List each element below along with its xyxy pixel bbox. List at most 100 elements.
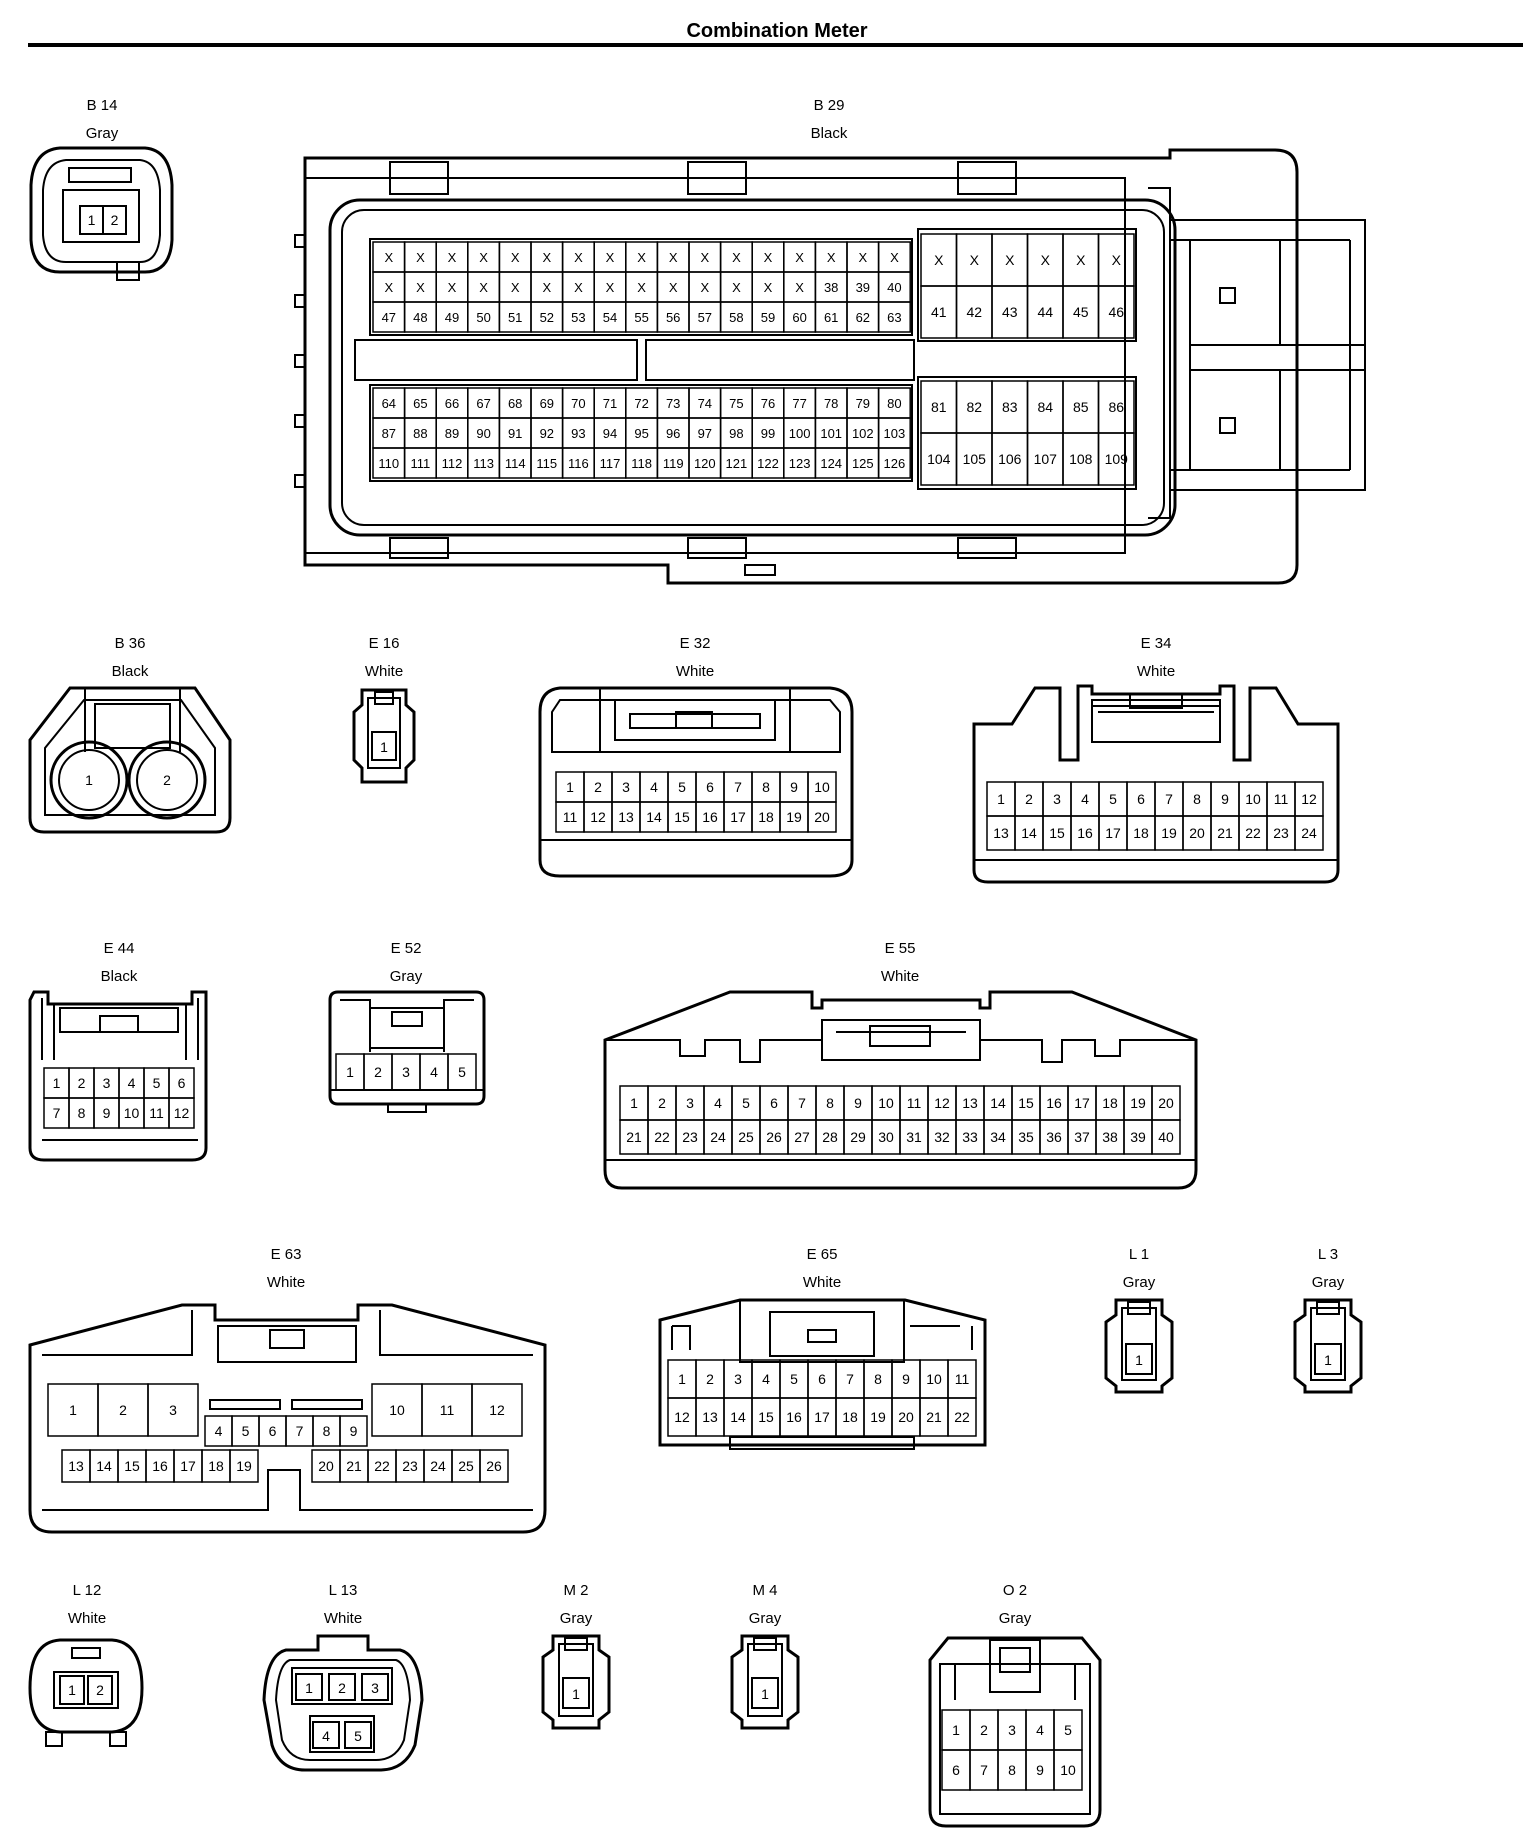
connector-e34-latch-button [1129,693,1183,709]
pin-e34-6: 6 [1137,791,1145,807]
pin-e55-3: 3 [686,1095,694,1111]
pin-b29-94: 94 [603,426,617,441]
pin-b29-101: 101 [820,426,842,441]
pin-b29-X: X [764,280,773,295]
pin-b29-76: 76 [761,396,775,411]
connector-b29-right-top-block [917,228,1137,342]
pin-e34-9: 9 [1221,791,1229,807]
connector-e55-ridge [605,1039,822,1063]
connector-m4-color: Gray [749,1610,782,1627]
pin-b29-116: 116 [568,456,589,471]
pin-b29-44: 44 [1037,304,1053,320]
pin-cell [1097,432,1135,486]
connector-m4-cavity [751,1677,779,1709]
pin-e63-8: 8 [323,1423,331,1439]
pin-e44-12: 12 [174,1105,190,1121]
connector-e63-slot [209,1399,281,1410]
pin-b29-81: 81 [931,399,947,415]
pin-e65-20: 20 [898,1409,914,1425]
pin-o2-10: 10 [1060,1762,1076,1778]
pin-b29-47: 47 [382,310,396,325]
pin-b29-X: X [574,250,583,265]
connector-l13-id: L 13 [329,1582,358,1599]
pin-e32-19: 19 [786,809,802,825]
pin-e32-20: 20 [814,809,830,825]
pin-b29-55: 55 [634,310,648,325]
pin-b29-60: 60 [792,310,806,325]
pin-b29-X: X [479,280,488,295]
connector-e65-tab [729,1436,915,1450]
connector-o2-latch-button [999,1647,1031,1673]
pin-b14-2: 2 [111,212,119,228]
pin-e32-17: 17 [730,809,746,825]
connector-b14-housing [29,146,174,274]
pin-b29-110: 110 [378,456,399,471]
connector-l12-cavity-2 [87,1675,113,1705]
connector-e32-latch-bar [629,713,761,729]
connector-e44-rails [41,998,199,1060]
pin-b29-106: 106 [998,451,1022,467]
pin-b29-X: X [511,250,520,265]
pin-b29-124: 124 [820,456,842,471]
pin-e63-7: 7 [296,1423,304,1439]
pin-e65-10: 10 [926,1371,942,1387]
connector-l1-color: Gray [1123,1274,1156,1291]
pin-e55-7: 7 [798,1095,806,1111]
connector-e16-cavity [371,731,397,761]
connector-l13-cavity [361,1673,389,1701]
pin-b29-112: 112 [442,456,463,471]
pin-o2-6: 6 [952,1762,960,1778]
connector-e44-color: Black [101,968,138,985]
connector-e16-shell [367,697,401,769]
pin-e65-12: 12 [674,1409,690,1425]
pin-e32-18: 18 [758,809,774,825]
pin-e34-18: 18 [1133,825,1149,841]
pin-b29-61: 61 [824,310,838,325]
pin-b29-89: 89 [445,426,459,441]
pin-e55-34: 34 [990,1129,1006,1145]
connector-b29-tab [957,161,1017,195]
connector-m2-housing [541,1634,611,1730]
connector-b29-lock-square [1219,287,1236,304]
connector-o2-id: O 2 [1003,1582,1027,1599]
pin-e63-12: 12 [489,1402,505,1418]
page-title: Combination Meter [686,20,867,42]
connector-e65-ridge [671,1325,973,1350]
pin-b29-X: X [700,280,709,295]
connector-b36-color: Black [112,663,149,680]
connector-l12-latch [71,1647,101,1659]
pin-e55-6: 6 [770,1095,778,1111]
connector-e32-color: White [676,663,714,680]
connector-b29-tab [389,161,449,195]
connector-l12-cavity-1 [59,1675,85,1705]
pin-b29-X: X [1041,252,1051,268]
pin-l13-2: 2 [338,1680,346,1696]
connector-l3-id: L 3 [1318,1246,1338,1263]
connector-l13-housing [262,1634,424,1772]
pin-b29-62: 62 [856,310,870,325]
pin-b29-120: 120 [694,456,716,471]
pin-e34-11: 11 [1274,791,1289,807]
pin-e65-13: 13 [702,1409,718,1425]
pin-cell [877,447,911,479]
pin-o2-1: 1 [952,1722,960,1738]
pin-e32-3: 3 [622,779,630,795]
pin-b29-69: 69 [540,396,554,411]
pin-b29-67: 67 [476,396,490,411]
connector-e55-latch-button [869,1025,931,1047]
pin-b29-X: X [574,280,583,295]
pin-b29-X: X [669,280,678,295]
pin-b29-75: 75 [729,396,743,411]
connector-e63-latch-button [269,1329,305,1349]
connector-l3-cavity [1314,1343,1342,1375]
pin-e63-24: 24 [430,1458,446,1474]
pin-b29-92: 92 [540,426,554,441]
connector-o2-color: Gray [999,1610,1032,1627]
pin-b29-84: 84 [1037,399,1053,415]
pin-b29-X: X [384,250,393,265]
pin-b29-39: 39 [856,280,870,295]
pin-e44-6: 6 [178,1075,186,1091]
pin-cell [1097,285,1135,339]
pin-e32-2: 2 [594,779,602,795]
